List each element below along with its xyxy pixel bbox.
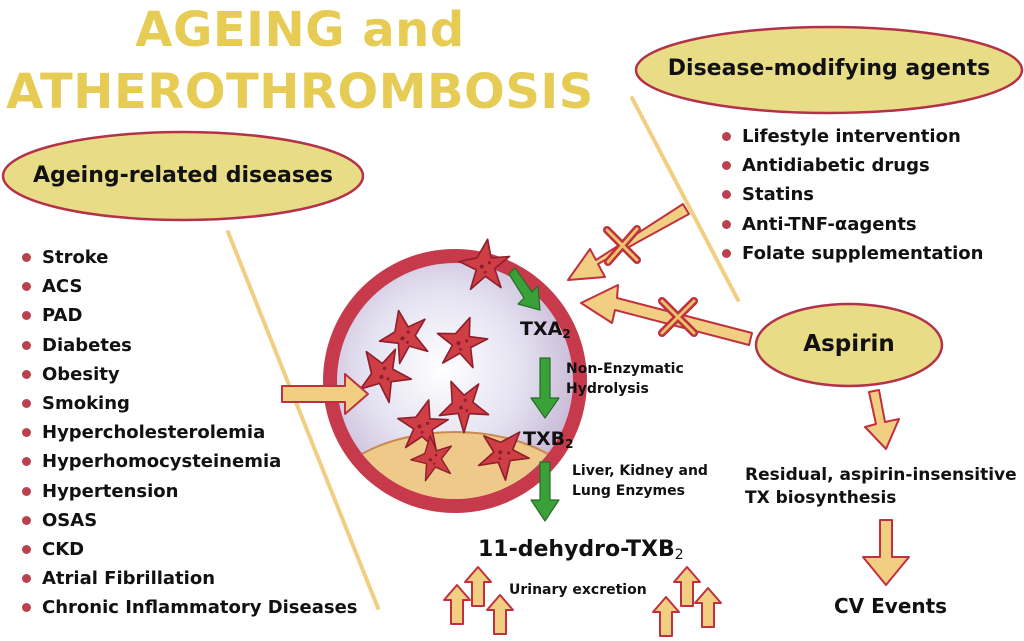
agents-ellipse [634,25,1024,115]
list-item: Chronic Inflammatory Diseases [20,593,358,622]
up-arrow [652,596,680,637]
ageing-connector-line [226,230,380,610]
list-item: Hypercholesterolemia [20,418,358,447]
urinary-excretion-label: Urinary excretion [509,582,647,598]
ageing-diseases-heading: Ageing-related diseases [32,163,334,188]
up-arrow [443,584,471,625]
up-arrow [486,594,514,635]
list-item: Statins [720,180,984,209]
list-item: Hyperhomocysteinemia [20,447,358,476]
list-item: Folate supplementation [720,239,984,268]
txb2-subscript: 2 [565,437,574,451]
list-item: Hypertension [20,477,358,506]
title-line-2: ATHEROTHROMBOSIS [6,64,594,120]
txa2-subscript: 2 [562,327,571,341]
residual-line-1: Residual, aspirin-insensitive [745,465,1017,485]
platelet-to-txa2-arrow [508,267,541,311]
ageing-to-vessel-arrow [281,373,369,415]
list-item: Diabetes [20,331,358,360]
metabolite-subscript: 2 [674,547,684,563]
txb2-to-metabolite-arrow [530,461,560,522]
txb2-label: TXB2 [523,428,573,451]
agents-inhibition-x [603,225,641,266]
inhibition-marks [603,225,698,337]
up-arrow [694,587,722,628]
list-item: Anti-TNF-αagents [720,210,984,239]
hydrolysis-line-2: Hydrolysis [566,381,649,397]
hydrolysis-line-1: Non-Enzymatic [566,361,684,377]
agents-connector-line [630,96,740,302]
ageing-diseases-list: Stroke ACS PAD Diabetes Obesity Smoking … [20,243,358,623]
connector-lines [226,96,740,610]
txb2-base: TXB [523,428,566,450]
list-item: Atrial Fibrillation [20,564,358,593]
enzymes-label: Liver, Kidney and Lung Enzymes [572,461,708,501]
cv-events-label: CV Events [834,594,948,618]
txa2-label: TXA2 [520,318,571,341]
excretion-arrows [443,566,722,637]
aspirin-to-vessel-arrow [580,284,753,346]
ageing-diseases-ellipse [1,130,365,222]
list-item: Stroke [20,243,358,272]
metabolite-label: 11-dehydro-TXB2 [478,537,684,563]
list-item: Obesity [20,360,358,389]
list-item: Smoking [20,389,358,418]
enzymes-line-2: Lung Enzymes [572,483,685,499]
list-item: PAD [20,301,358,330]
list-item: ACS [20,272,358,301]
list-item: Antidiabetic drugs [720,151,984,180]
pathway-arrows [508,267,560,522]
residual-biosynthesis-label: Residual, aspirin-insensitive TX biosynt… [745,464,1017,510]
enzymes-line-1: Liver, Kidney and [572,463,708,479]
aspirin-label: Aspirin [803,331,895,357]
residual-to-cv-arrow [862,519,910,586]
aspirin-to-residual-arrow [864,389,900,450]
title-line-1: AGEING and [135,2,465,58]
agents-heading: Disease-modifying agents [667,56,991,81]
aspirin-ellipse [754,302,944,388]
aspirin-inhibition-x [658,297,698,337]
txa2-base: TXA [520,318,563,340]
atherosclerotic-plaque [337,431,573,499]
list-item: Lifestyle intervention [720,122,984,151]
hydrolysis-label: Non-Enzymatic Hydrolysis [566,359,684,399]
residual-line-2: TX biosynthesis [745,488,897,508]
list-item: CKD [20,535,358,564]
txa2-to-txb2-arrow [530,357,560,419]
agents-list: Lifestyle intervention Antidiabetic drug… [720,122,984,268]
outcome-arrows [862,389,910,586]
up-arrow [673,566,701,607]
list-item: OSAS [20,506,358,535]
metabolite-base: 11-dehydro-TXB [478,537,675,562]
